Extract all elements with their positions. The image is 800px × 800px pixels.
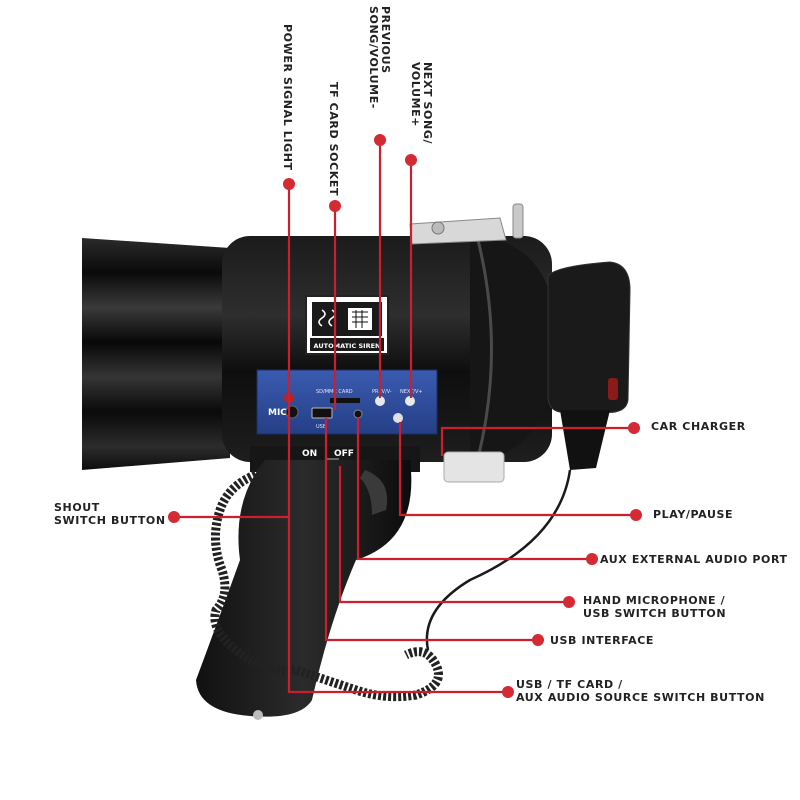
control-panel: MIC SD/MMC CARD USB PREV/V- NEXT/V+ (256, 369, 438, 435)
prev-label: PREV/V- (372, 389, 392, 395)
mic-label: MIC (268, 408, 287, 418)
label-hand-mic-line1: HAND MICROPHONE / (583, 594, 726, 607)
dot-car-charger (628, 422, 640, 434)
next-button[interactable] (405, 396, 415, 406)
tf-card-slot (330, 398, 360, 403)
rear-cap (470, 236, 557, 462)
dot-power-light (283, 178, 295, 190)
strap-clip (409, 203, 524, 245)
label-power-signal-light: POWER SIGNAL LIGHT (281, 24, 294, 171)
siren-badge: AUTOMATIC SIREN (305, 295, 389, 355)
label-previous-line2: SONG/VOLUME- (367, 6, 380, 109)
leader-usb (324, 418, 536, 642)
siren-badge-label: AUTOMATIC SIREN (314, 342, 381, 350)
label-tf-card-socket: TF CARD SOCKET (327, 82, 340, 196)
leader-hand-mic (338, 466, 567, 604)
leader-power-light (287, 184, 508, 694)
prev-button[interactable] (375, 396, 385, 406)
usb-label: USB (316, 424, 327, 430)
dot-usb (532, 634, 544, 646)
strap-ring (476, 239, 493, 459)
megaphone: AUTOMATIC SIREN MIC SD/MMC CARD USB PREV… (82, 203, 631, 720)
dot-shout (168, 511, 180, 523)
charger-cable (425, 469, 572, 651)
label-play-pause: PLAY/PAUSE (653, 508, 733, 521)
dot-source (502, 686, 514, 698)
switch-off-label: OFF (334, 449, 354, 459)
label-next-line1: NEXT SONG/ (421, 62, 434, 144)
bottom-bracket (443, 451, 505, 483)
switch-on-label: ON (302, 449, 317, 459)
label-next-line2: VOLUME+ (409, 62, 422, 127)
label-shout-line2: SWITCH BUTTON (54, 514, 166, 527)
horn (82, 238, 230, 470)
trigger (360, 470, 388, 515)
play-button[interactable] (393, 413, 403, 423)
label-aux-port: AUX EXTERNAL AUDIO PORT (600, 553, 788, 566)
dot-tf-card (329, 200, 341, 212)
label-source-line1: USB / TF CARD / (516, 678, 623, 691)
label-usb-interface: USB INTERFACE (550, 634, 654, 647)
leaders (176, 140, 634, 694)
dot-play (630, 509, 642, 521)
dot-next (405, 154, 417, 166)
mic-jack (285, 405, 299, 419)
dot-previous (374, 134, 386, 146)
label-shout-line1: SHOUT (54, 501, 100, 514)
label-source-line2: AUX AUDIO SOURCE SWITCH BUTTON (516, 691, 765, 704)
label-car-charger: CAR CHARGER (651, 420, 746, 433)
coiled-cable (210, 465, 443, 702)
usb-port (311, 407, 333, 419)
leader-car-charger (440, 426, 632, 456)
label-hand-mic-line2: USB SWITCH BUTTON (583, 607, 726, 620)
leader-aux (356, 418, 590, 561)
aux-jack (353, 409, 363, 419)
leader-play (398, 422, 634, 517)
charger-plug (560, 410, 610, 470)
callout-dots (168, 134, 642, 698)
label-previous-line1: PREVIOUS (379, 6, 392, 74)
dot-aux (586, 553, 598, 565)
charger-pack (547, 261, 631, 413)
dot-hand-mic (563, 596, 575, 608)
